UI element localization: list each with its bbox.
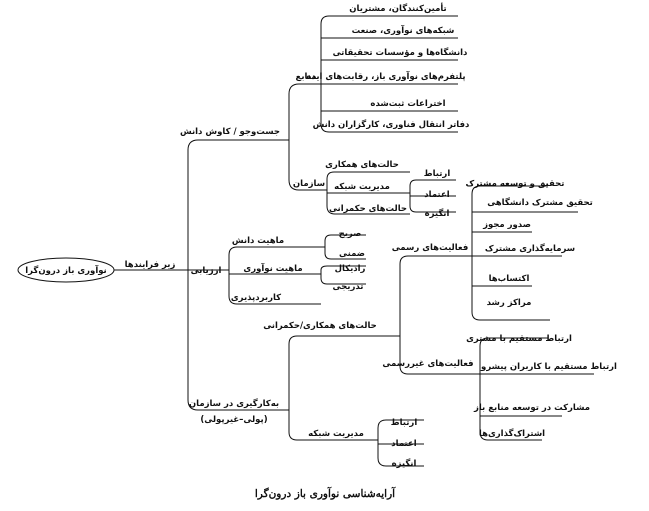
source-networks-label: شبکه‌های نوآوری، صنعت [352, 24, 455, 36]
source-patents-label: اختراعات ثبت‌شده [370, 99, 445, 109]
formal-joint-academic-label: تحقیق مشترک دانشگاهی [487, 197, 593, 208]
coop-governance-label: حالت‌های همکاری/حکمرانی [263, 321, 377, 331]
sources-node-label: منابع [296, 72, 317, 82]
formal-acquisitions-label: اکتساب‌ها [489, 274, 530, 284]
subprocesses-label: زیر فرایندها [125, 260, 176, 270]
network-management-label: مدیریت شبکه [334, 182, 390, 192]
org-trust-label: اعتماد [424, 190, 450, 200]
informal-activities-label: فعالیت‌های غیررسمی [382, 359, 473, 369]
root-node-label: نوآوری باز درون‌گرا [25, 264, 107, 276]
source-tto-label: دفاتر انتقال فناوری، کارگزاران دانش [313, 119, 470, 130]
informal-sharing-label: اشتراک‌گذاری‌ها [479, 428, 545, 439]
applicability-label: کاربردپذیری [231, 293, 281, 303]
formal-activities-label: فعالیت‌های رسمی [392, 243, 469, 253]
figure-caption: آرایه‌شناسی نوآوری باز درون‌گرا [255, 486, 396, 500]
formal-licensing-label: صدور مجوز [482, 220, 531, 230]
knowledge-nature-label: ماهیت دانش [232, 236, 284, 246]
connector-lines [114, 15, 594, 467]
utilization-link-label: ارتباط [391, 418, 418, 428]
governance-states-label: حالت‌های حکمرانی [329, 204, 407, 214]
org-motive-label: انگیزه [425, 208, 450, 219]
search-node-label: جست‌وجو / کاوش دانش [180, 127, 280, 137]
informal-lead-users-label: ارتباط مستقیم با کاربران پیشرو [480, 362, 617, 372]
explicit-label: صریح [339, 229, 362, 239]
innovation-nature-label: ماهیت نوآوری [243, 262, 302, 274]
organization-node-label: سازمان [293, 179, 325, 189]
utilization-node-label: به‌کارگیری در سازمان [189, 398, 279, 409]
radical-label: رادیکال [335, 264, 366, 274]
node-labels: نوآوری باز درون‌گرا زیر فرایندها جست‌وجو… [25, 2, 617, 469]
evaluation-node-label: ارزیابی [191, 266, 222, 276]
source-universities-label: دانشگاه‌ها و مؤسسات تحقیقاتی [333, 47, 468, 58]
cooperation-states-label: حالت‌های همکاری [325, 160, 399, 170]
utilization-trust-label: اعتماد [391, 439, 417, 449]
utilization-motive-label: انگیزه [392, 458, 417, 469]
org-link-label: ارتباط [424, 169, 451, 179]
utilization-network-management-label: مدیریت شبکه [308, 429, 364, 439]
source-suppliers-label: تأمین‌کنندگان، مشتریان [349, 2, 446, 14]
informal-open-source-label: مشارکت در توسعه منابع باز [473, 403, 590, 413]
formal-incubators-label: مراکز رشد [487, 298, 532, 308]
formal-joint-venture-label: سرمایه‌گذاری مشترک [485, 243, 575, 254]
incremental-label: تدریجی [333, 282, 364, 292]
source-platforms-label: پلتفرم‌های نوآوری باز، رقابت‌های ایده [306, 70, 465, 82]
informal-customer-label: ارتباط مستقیم با مشتری [466, 334, 572, 344]
utilization-subtitle-label: (پولی–غیرپولی) [200, 415, 267, 425]
formal-joint-rnd-label: تحقیق و توسعه مشترک [466, 179, 565, 189]
root-node-ellipse [17, 257, 115, 283]
tacit-label: ضمنی [339, 249, 365, 259]
